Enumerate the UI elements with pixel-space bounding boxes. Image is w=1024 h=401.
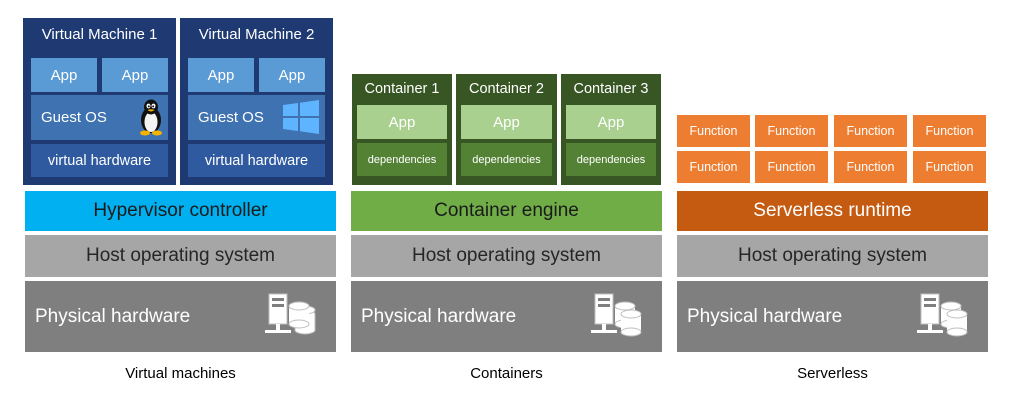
container-dependencies: dependencies: [461, 143, 552, 176]
vm-virtual-hardware: virtual hardware: [31, 144, 168, 177]
vm-title: Virtual Machine 1: [41, 25, 158, 43]
hypervisor-controller-layer: Hypervisor controller: [25, 191, 336, 231]
physical-hardware-label: Physical hardware: [35, 305, 191, 327]
serverless-caption: Serverless: [797, 364, 868, 382]
container-dependencies: dependencies: [566, 143, 656, 176]
vm-app: App: [102, 58, 168, 92]
function-block: Function: [677, 115, 750, 147]
server-database-icon: [589, 292, 647, 338]
function-block: Function: [913, 151, 986, 183]
function-block: Function: [755, 115, 828, 147]
guest-os-label: Guest OS: [198, 109, 264, 126]
function-block: Function: [834, 151, 907, 183]
container-title: Container 2: [469, 81, 544, 97]
container-app: App: [461, 105, 552, 139]
host-os-layer: Host operating system: [351, 235, 662, 277]
host-os-layer: Host operating system: [677, 235, 988, 277]
windows-logo-icon: [283, 100, 319, 134]
container-title: Container 3: [573, 81, 649, 97]
container-dependencies: dependencies: [357, 143, 447, 176]
container-app: App: [566, 105, 656, 139]
function-block: Function: [834, 115, 907, 147]
server-database-icon: [915, 292, 973, 338]
function-block: Function: [755, 151, 828, 183]
vm-app: App: [188, 58, 254, 92]
function-block: Function: [913, 115, 986, 147]
physical-hardware-label: Physical hardware: [361, 305, 517, 327]
containers-caption: Containers: [470, 364, 543, 382]
vm-app: App: [31, 58, 97, 92]
container-app: App: [357, 105, 447, 139]
container-engine-layer: Container engine: [351, 191, 662, 231]
function-block: Function: [677, 151, 750, 183]
server-database-icon: [263, 292, 321, 338]
host-os-layer: Host operating system: [25, 235, 336, 277]
vm-app: App: [259, 58, 325, 92]
container-title: Container 1: [364, 81, 440, 97]
serverless-runtime-layer: Serverless runtime: [677, 191, 988, 231]
guest-os-label: Guest OS: [41, 109, 107, 126]
physical-hardware-label: Physical hardware: [687, 305, 843, 327]
vm-virtual-hardware: virtual hardware: [188, 144, 325, 177]
vm-title: Virtual Machine 2: [198, 25, 315, 43]
vm-caption: Virtual machines: [125, 364, 236, 382]
linux-penguin-icon: [136, 98, 166, 136]
